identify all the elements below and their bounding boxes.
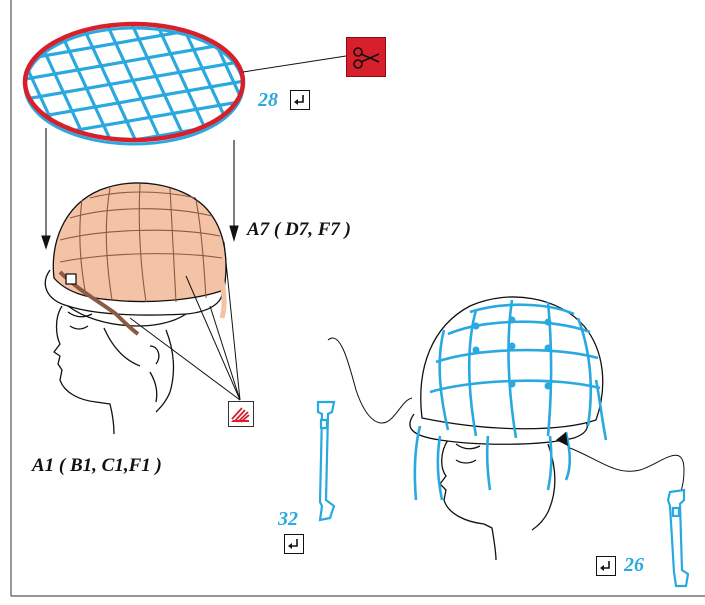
chin-strap-part-26 bbox=[666, 488, 690, 588]
glue-leader-lines bbox=[129, 241, 241, 401]
glue-icon bbox=[231, 407, 250, 423]
cut-instruction-box bbox=[346, 37, 386, 77]
chin-strap-part-32 bbox=[316, 400, 336, 522]
reference-number-28: 28 bbox=[258, 89, 278, 111]
return-arrow-icon bbox=[600, 561, 610, 571]
return-arrow-icon bbox=[288, 539, 298, 549]
left-helmet-assembly bbox=[44, 182, 227, 435]
reference-box-28 bbox=[290, 90, 310, 110]
reference-number-26: 26 bbox=[624, 554, 644, 576]
scissors-icon bbox=[353, 47, 380, 69]
reference-number-32: 32 bbox=[278, 508, 298, 530]
attach-arrow bbox=[556, 432, 568, 446]
part-label-a7: A7 ( D7, F7 ) bbox=[247, 219, 351, 240]
leader-line-cut bbox=[242, 55, 347, 73]
camouflage-net-disc bbox=[22, 21, 246, 146]
part-label-a1: A1 ( B1, C1,F1 ) bbox=[32, 455, 162, 476]
right-helmet-assembly bbox=[409, 296, 608, 561]
placement-arrows bbox=[41, 128, 239, 250]
leader-line-part-32 bbox=[327, 337, 413, 424]
reference-box-32 bbox=[284, 534, 304, 554]
leader-line-part-26 bbox=[569, 447, 685, 501]
reference-box-26 bbox=[596, 556, 616, 576]
glue-indicator bbox=[228, 401, 254, 427]
return-arrow-icon bbox=[294, 95, 304, 105]
